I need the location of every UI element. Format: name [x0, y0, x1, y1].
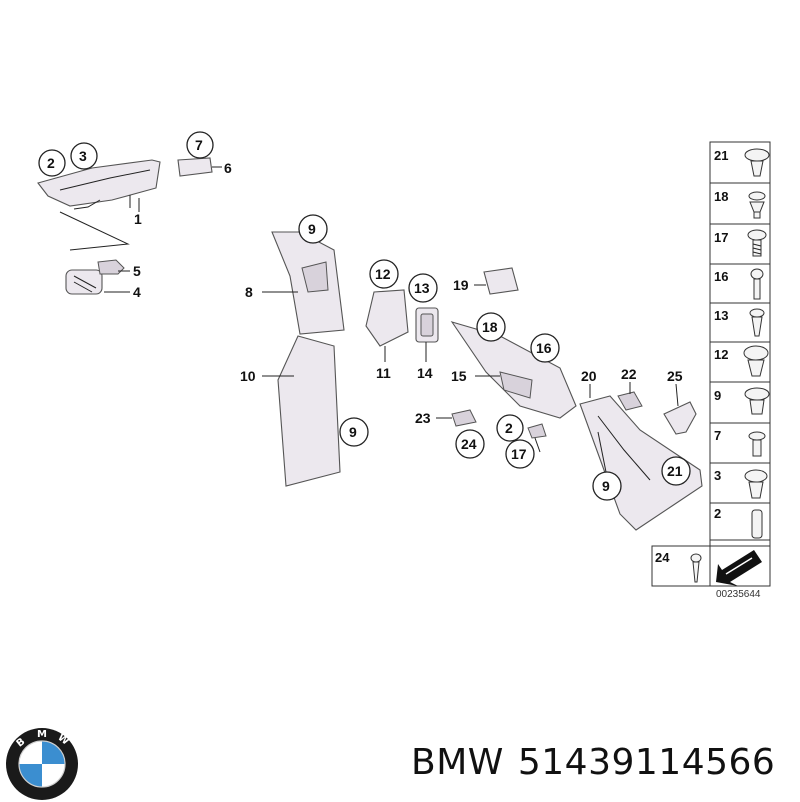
legend-item-21: 21	[714, 148, 728, 163]
part-6-bracket	[177, 157, 213, 177]
push-rivet-icon	[744, 469, 768, 499]
legend-item-18: 18	[714, 189, 728, 204]
part-15-c-pillar	[450, 321, 577, 419]
callout-2b: 2	[505, 420, 513, 436]
bmw-logo: B M W	[6, 728, 78, 800]
callout-3: 3	[79, 148, 87, 164]
callout-10: 10	[240, 368, 256, 384]
pin-icon	[751, 509, 763, 539]
callout-13: 13	[414, 280, 430, 296]
callout-1: 1	[134, 211, 142, 227]
expanding-clip-icon	[744, 387, 770, 415]
callout-22: 22	[621, 366, 637, 382]
legend-item-3: 3	[714, 468, 721, 483]
callout-12: 12	[375, 266, 391, 282]
diagram-id: 00235644	[716, 589, 761, 600]
bolt-icon	[750, 268, 764, 300]
legend-item-13: 13	[714, 308, 728, 323]
callout-5: 5	[133, 263, 141, 279]
callout-21: 21	[667, 463, 683, 479]
callout-4: 4	[133, 284, 141, 300]
legend-item-17: 17	[714, 230, 728, 245]
callout-20: 20	[581, 368, 597, 384]
part-2-clip	[527, 423, 547, 439]
legend-item-16: 16	[714, 269, 728, 284]
logo-letter-w: W	[55, 732, 70, 747]
part-25-bracket	[663, 401, 697, 435]
callout-9c: 9	[602, 478, 610, 494]
part-5-clip	[97, 259, 125, 275]
part-1-upper-trim	[37, 159, 161, 251]
hardware-legend: 21 18 17 16 13 12 9 7 3 2	[651, 141, 771, 600]
callout-19: 19	[453, 277, 469, 293]
callout-23: 23	[415, 410, 431, 426]
callout-25: 25	[667, 368, 683, 384]
callout-6: 6	[224, 160, 232, 176]
callout-24: 24	[461, 436, 477, 452]
legend-item-12: 12	[714, 347, 728, 362]
callout-2: 2	[47, 155, 55, 171]
callout-17: 17	[511, 446, 527, 462]
part-19-vent	[483, 267, 519, 295]
part-number: 51439114566	[517, 742, 776, 783]
part-11-belt-guide	[365, 289, 409, 347]
legend-item-2: 2	[714, 506, 721, 521]
callout-9b: 9	[349, 424, 357, 440]
part-8-pillar-upper	[271, 231, 345, 335]
legend-item-7: 7	[714, 428, 721, 443]
tapping-screw-icon	[749, 308, 765, 337]
rivet-icon	[748, 191, 766, 219]
clip-nut-icon	[743, 345, 769, 377]
part-22-pad	[617, 391, 643, 411]
legend-item-24: 24	[655, 550, 670, 565]
brand-name: BMW	[411, 742, 504, 783]
logo-letter-m: M	[37, 729, 47, 740]
callout-14: 14	[417, 365, 433, 381]
part-number-caption: BMW 51439114566	[411, 742, 791, 786]
part-14-cover	[415, 307, 439, 343]
callout-18: 18	[482, 319, 498, 335]
callout-16: 16	[536, 340, 552, 356]
callout-8: 8	[245, 284, 253, 300]
direction-arrow-icon	[716, 550, 762, 586]
push-clip-icon	[744, 148, 770, 177]
self-tapping-screw-icon	[690, 553, 702, 583]
screw-icon	[747, 229, 767, 257]
legend-item-9: 9	[714, 388, 721, 403]
callout-11: 11	[376, 365, 391, 381]
screw-short-icon	[748, 431, 766, 457]
callout-7: 7	[195, 137, 203, 153]
callout-9a: 9	[308, 221, 316, 237]
callout-15: 15	[451, 368, 467, 384]
part-4-grille	[65, 269, 103, 295]
part-23-clip	[451, 409, 477, 427]
part-10-pillar-lower	[277, 335, 341, 487]
